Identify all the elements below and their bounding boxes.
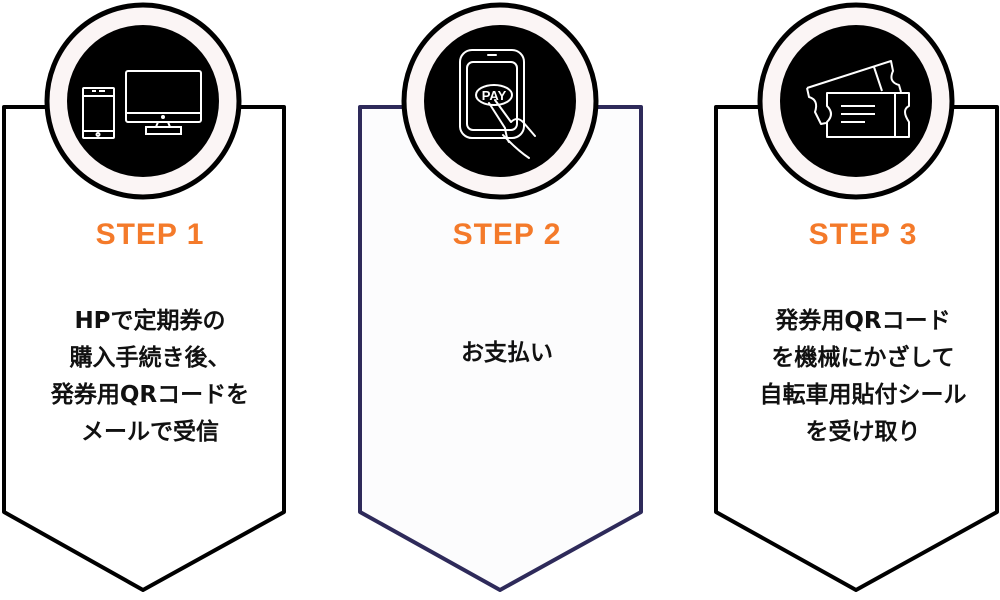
step-1-line: メールで受信 [81, 419, 219, 445]
pay-label: PAY [482, 88, 507, 103]
step-2-description: お支払い [357, 335, 657, 372]
step-2-title: STEP 2 [452, 218, 562, 251]
step-1-line: HPで定期券の [74, 308, 226, 334]
step-1-line: 購入手続き後、 [69, 345, 231, 371]
step-3-line: を機械にかざして [771, 345, 955, 371]
step-3-line: 発券用QRコード [775, 308, 951, 334]
step-1-panel [2, 2, 286, 592]
step-1-title: STEP 1 [95, 218, 205, 251]
step-3-panel [714, 2, 999, 592]
step-3-line: 自転車用貼付シール [759, 382, 967, 408]
devices-icon [82, 70, 202, 139]
step-1-line: 発券用QRコードを [50, 382, 250, 408]
step-3-line: を受け取り [805, 419, 921, 445]
step-2-panel: PAY [358, 2, 643, 592]
step-2-card: PAY STEP 2 お支払い [357, 0, 657, 600]
step-2-line: お支払い [461, 340, 553, 366]
step-3-title: STEP 3 [808, 218, 918, 251]
step-1-description: HPで定期券の 購入手続き後、 発券用QRコードを メールで受信 [0, 303, 300, 451]
step-3-card: STEP 3 発券用QRコード を機械にかざして 自転車用貼付シール を受け取り [713, 0, 1000, 600]
pay-phone-icon [459, 49, 536, 159]
ticket-icon [806, 60, 910, 138]
step-1-card: STEP 1 HPで定期券の 購入手続き後、 発券用QRコードを メールで受信 [0, 0, 300, 600]
step-3-description: 発券用QRコード を機械にかざして 自転車用貼付シール を受け取り [713, 303, 1000, 451]
